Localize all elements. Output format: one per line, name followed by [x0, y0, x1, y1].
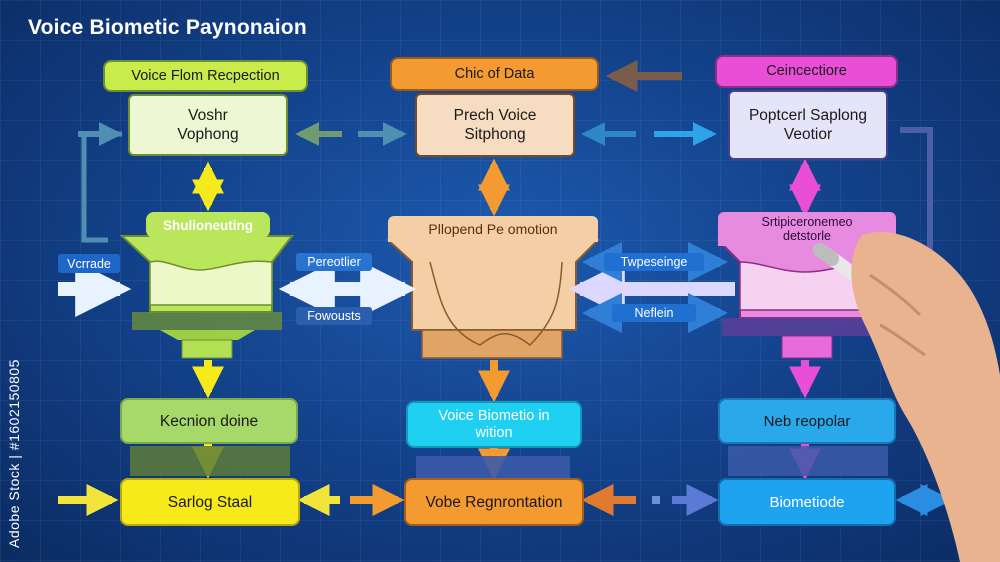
chip-mid-left-top: Pereotlier	[296, 253, 372, 271]
left-top-body-line1: Voshr	[188, 107, 228, 124]
right-stripe	[728, 446, 888, 476]
center-top-body: Prech Voice Sitphong	[415, 93, 575, 157]
center-stripe	[416, 456, 570, 478]
center-funnel-shape	[385, 239, 601, 359]
center-row3-box: Voice Biometio in wition	[406, 401, 582, 448]
right-row4-box: Biometiode	[718, 478, 896, 526]
left-top-body-line2: Vophong	[177, 126, 239, 143]
right-top-body: Poptcerl Saplong Veotior	[728, 90, 888, 160]
right-top-body-line1: Poptcerl Saplong	[748, 107, 868, 124]
center-top-body-line1: Prech Voice	[453, 107, 537, 124]
stock-watermark: Adobe Stock | #1602150805	[6, 359, 22, 548]
center-row3-line2: wition	[475, 424, 513, 441]
right-row3-box: Neb reopolar	[718, 398, 896, 444]
left-funnel-label: Shulioneuting	[146, 212, 270, 238]
chip-far-left: Vcrrade	[58, 254, 120, 273]
left-stripe	[130, 446, 290, 476]
center-top-body-line2: Sitphong	[464, 126, 526, 143]
right-funnel-label-line2: detstorle	[783, 229, 831, 243]
center-row3-line1: Voice Biometio in	[438, 407, 550, 424]
left-top-body: Voshr Vophong	[128, 94, 288, 156]
center-row4-box: Vobe Regnrontation	[404, 478, 584, 526]
right-top-header: Ceincectiore	[715, 55, 898, 88]
left-row3-box: Kecnion doine	[120, 398, 298, 444]
center-top-header: Chic of Data	[390, 57, 599, 91]
chip-mid-right-top: Twpeseinge	[604, 253, 704, 271]
right-funnel-label-line1: Srtipiceronemeo	[761, 215, 853, 229]
chip-mid-left-bottom: Fowousts	[296, 307, 372, 325]
loop-left	[81, 131, 122, 243]
left-row4-box: Sarlog Staal	[120, 478, 300, 526]
left-top-header: Voice Flom Recpection	[103, 60, 308, 92]
hand-with-pen-illustration	[813, 231, 1000, 562]
left-funnel-shape	[119, 235, 295, 359]
right-top-body-line2: Veotior	[783, 126, 833, 143]
page-title: Voice Biometic Paynоnaion	[28, 16, 307, 39]
chip-mid-right-bottom: Neflein	[612, 304, 696, 322]
center-funnel-label: Pllopend Pe omotion	[388, 216, 598, 242]
